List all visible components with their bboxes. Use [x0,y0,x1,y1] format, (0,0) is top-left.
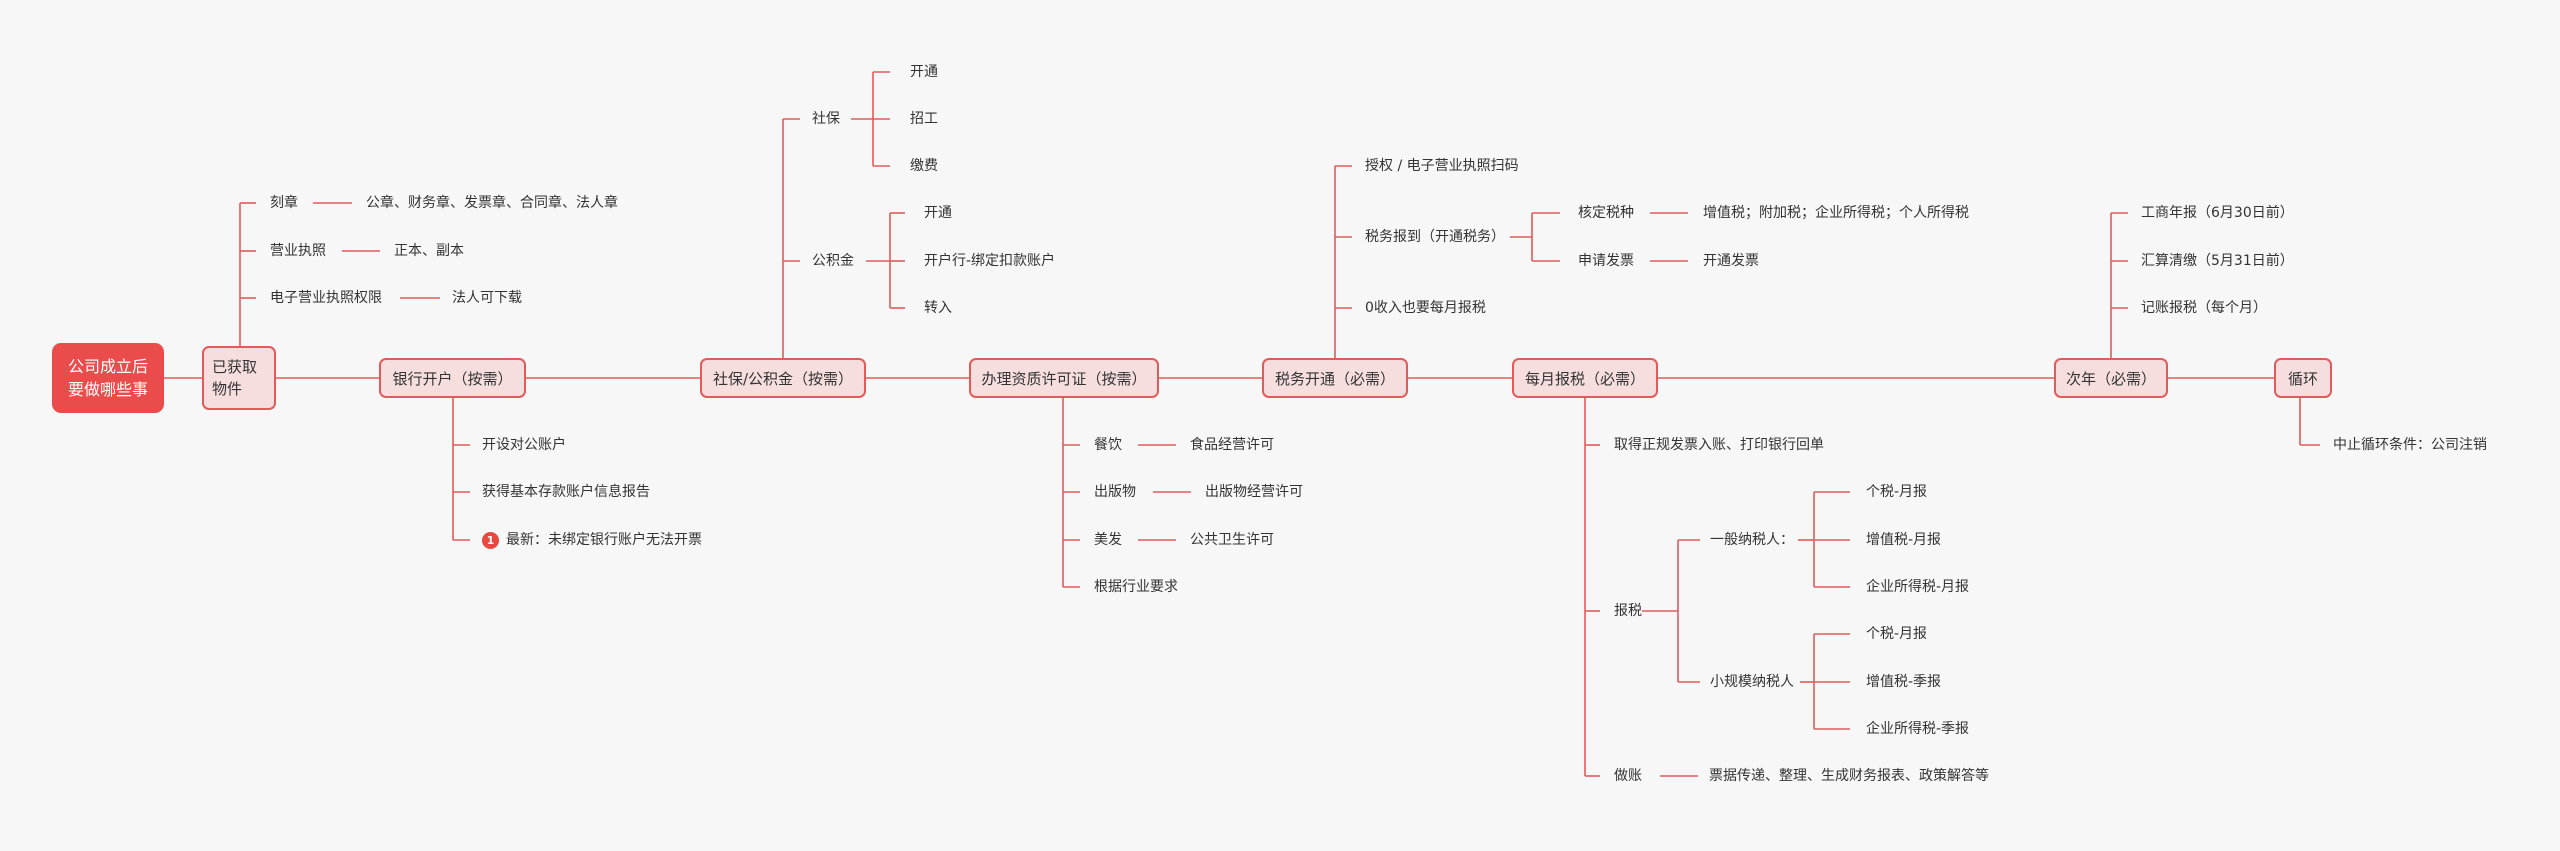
item-e-license-detail[interactable]: 法人可下载 [452,290,522,306]
item-e-license[interactable]: 电子营业执照权限 [270,290,382,306]
shebao-pay[interactable]: 缴费 [910,158,938,174]
monthly-invoice[interactable]: 取得正规发票入账、打印银行回单 [1614,437,1824,453]
loop-stop-condition[interactable]: 中止循环条件：公司注销 [2333,437,2487,453]
root-node[interactable]: 公司成立后 要做哪些事 [52,343,164,413]
branch-acquired-label-1: 已获取 [212,358,258,376]
item-seal-detail[interactable]: 公章、财务章、发票章、合同章、法人章 [366,195,618,211]
monthly-books[interactable]: 做账 [1614,768,1642,784]
next-bookkeeping[interactable]: 记账报税（每个月） [2141,300,2267,316]
root-line2: 要做哪些事 [67,380,148,399]
branch-acquired-items[interactable]: 已获取 物件 [202,346,276,410]
item-seal[interactable]: 刻章 [270,195,298,211]
monthly-tax[interactable]: 报税 [1614,603,1642,619]
branch-loop[interactable]: 循环 [2274,358,2332,398]
bank-item-report[interactable]: 获得基本存款账户信息报告 [482,484,650,500]
tax-invoice-detail[interactable]: 开通发票 [1703,253,1759,269]
gjj-bank[interactable]: 开户行-绑定扣款账户 [924,253,1056,269]
tax-zero[interactable]: 0收入也要每月报税 [1365,300,1486,316]
small-vat[interactable]: 增值税-季报 [1866,674,1942,690]
license-hair-detail[interactable]: 公共卫生许可 [1190,532,1274,548]
item-license-detail[interactable]: 正本、副本 [394,243,464,259]
tax-invoice[interactable]: 申请发票 [1578,253,1634,269]
branch-license[interactable]: 办理资质许可证（按需） [969,358,1159,398]
bank-notice-text: 最新：未绑定银行账户无法开票 [506,532,702,548]
license-food[interactable]: 餐饮 [1094,437,1122,453]
tax-core[interactable]: 核定税种 [1578,205,1634,221]
general-vat[interactable]: 增值税-月报 [1866,532,1942,548]
shebao-node[interactable]: 社保 [812,111,840,127]
small-iit[interactable]: 个税-月报 [1866,626,1928,642]
tax-auth[interactable]: 授权 / 电子营业执照扫码 [1365,158,1519,174]
branch-bank[interactable]: 银行开户（按需） [379,358,526,398]
shebao-open[interactable]: 开通 [910,64,938,80]
gjj-node[interactable]: 公积金 [812,253,854,269]
notice-badge-icon: 1 [482,531,499,549]
tax-report[interactable]: 税务报到（开通税务） [1365,229,1505,245]
license-publication[interactable]: 出版物 [1094,484,1136,500]
branch-monthly-tax[interactable]: 每月报税（必需） [1512,358,1658,398]
shebao-hire[interactable]: 招工 [910,111,938,127]
branch-social-security[interactable]: 社保/公积金（按需） [700,358,866,398]
monthly-general[interactable]: 一般纳税人： [1710,532,1794,548]
next-annual-report[interactable]: 工商年报（6月30日前） [2141,205,2294,221]
branch-tax-open[interactable]: 税务开通（必需） [1262,358,1408,398]
license-food-detail[interactable]: 食品经营许可 [1190,437,1274,453]
license-publication-detail[interactable]: 出版物经营许可 [1205,484,1303,500]
branch-next-year[interactable]: 次年（必需） [2054,358,2168,398]
monthly-small[interactable]: 小规模纳税人 [1710,674,1794,690]
root-line1: 公司成立后 [67,357,148,376]
gjj-open[interactable]: 开通 [924,205,952,221]
license-industry[interactable]: 根据行业要求 [1094,579,1178,595]
general-iit[interactable]: 个税-月报 [1866,484,1928,500]
bank-item-open[interactable]: 开设对公账户 [482,437,566,453]
bank-notice[interactable]: 1 最新：未绑定银行账户无法开票 [482,530,702,550]
tax-core-detail[interactable]: 增值税；附加税；企业所得税；个人所得税 [1703,205,1969,221]
small-cit[interactable]: 企业所得税-季报 [1866,721,1970,737]
gjj-transfer[interactable]: 转入 [924,300,952,316]
monthly-books-detail[interactable]: 票据传递、整理、生成财务报表、政策解答等 [1709,768,1989,784]
general-cit[interactable]: 企业所得税-月报 [1866,579,1970,595]
next-settlement[interactable]: 汇算清缴（5月31日前） [2141,253,2294,269]
branch-acquired-label-2: 物件 [212,380,243,398]
license-hair[interactable]: 美发 [1094,532,1122,548]
item-license[interactable]: 营业执照 [270,243,326,259]
